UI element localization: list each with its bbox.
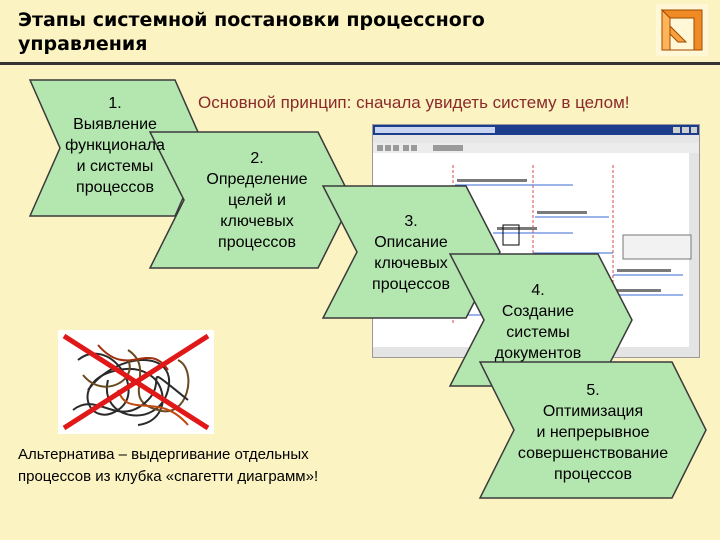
spaghetti-diagram-image: [58, 330, 214, 434]
page-title: Этапы системной постановки процессного у…: [18, 8, 618, 56]
step-1-text: 1. Выявление функционала и системы проце…: [65, 95, 165, 196]
step-4-text: 4. Создание системы документов: [494, 282, 582, 362]
red-cross-icon: [62, 333, 210, 431]
chevron-step-5: [478, 361, 707, 499]
title-line-2: управления: [18, 33, 148, 55]
step-2-text: 2. Определение целей и ключевых процессо…: [206, 150, 308, 251]
header: Этапы системной постановки процессного у…: [0, 0, 720, 64]
chevron-step-1: [28, 79, 206, 217]
alternative-text: Альтернатива – выдергивание отдельных пр…: [18, 446, 319, 485]
logo-impossible-triangle-icon: [656, 4, 708, 56]
main-principle-text: Основной принцип: сначала увидеть систем…: [198, 93, 630, 112]
title-line-1: Этапы системной постановки процессного: [18, 9, 485, 31]
chevron-step-3: [321, 185, 501, 319]
title-divider: [0, 62, 720, 65]
step-5-text: 5. Оптимизация и непрерывное совершенств…: [517, 382, 669, 483]
chevron-step-2: [148, 131, 353, 269]
step-3-text: 3. Описание ключевых процессов: [372, 213, 450, 293]
